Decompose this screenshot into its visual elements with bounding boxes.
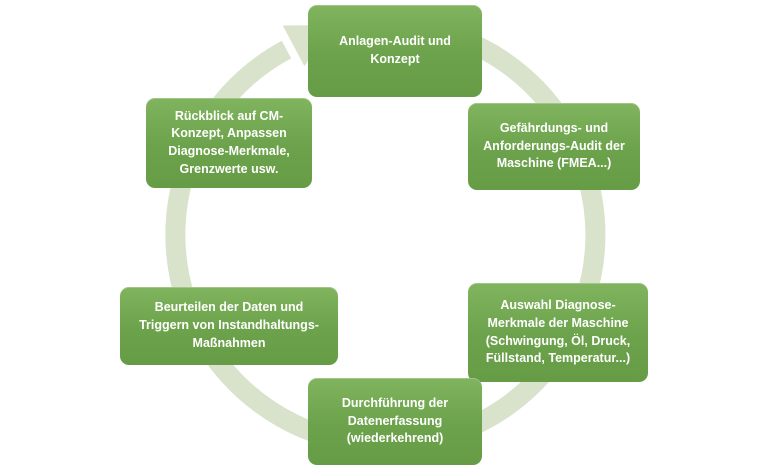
cycle-step-4-datenerfassung: Durchführung der Datenerfassung (wiederk… <box>308 378 482 465</box>
cycle-step-label: Rückblick auf CM- Konzept, Anpassen Diag… <box>168 108 290 176</box>
cycle-step-3-auswahl-diagnose-merkmale: Auswahl Diagnose- Merkmale der Maschine … <box>468 283 648 382</box>
cycle-step-6-rueckblick-cm-konzept: Rückblick auf CM- Konzept, Anpassen Diag… <box>146 98 312 188</box>
cycle-step-label: Durchführung der Datenerfassung (wiederk… <box>341 395 449 446</box>
cycle-step-2-gefaehrdungs-audit: Gefährdungs- und Anforderungs-Audit der … <box>468 103 640 190</box>
cycle-step-label: Gefährdungs- und Anforderungs-Audit der … <box>483 120 625 171</box>
cycle-step-label: Anlagen-Audit und Konzept <box>339 34 451 66</box>
cycle-step-label: Auswahl Diagnose- Merkmale der Maschine … <box>485 298 631 366</box>
cycle-step-1-anlagen-audit: Anlagen-Audit und Konzept <box>308 5 482 97</box>
cycle-step-5-beurteilen-daten: Beurteilen der Daten und Triggern von In… <box>120 287 338 365</box>
cycle-step-label: Beurteilen der Daten und Triggern von In… <box>139 300 319 350</box>
